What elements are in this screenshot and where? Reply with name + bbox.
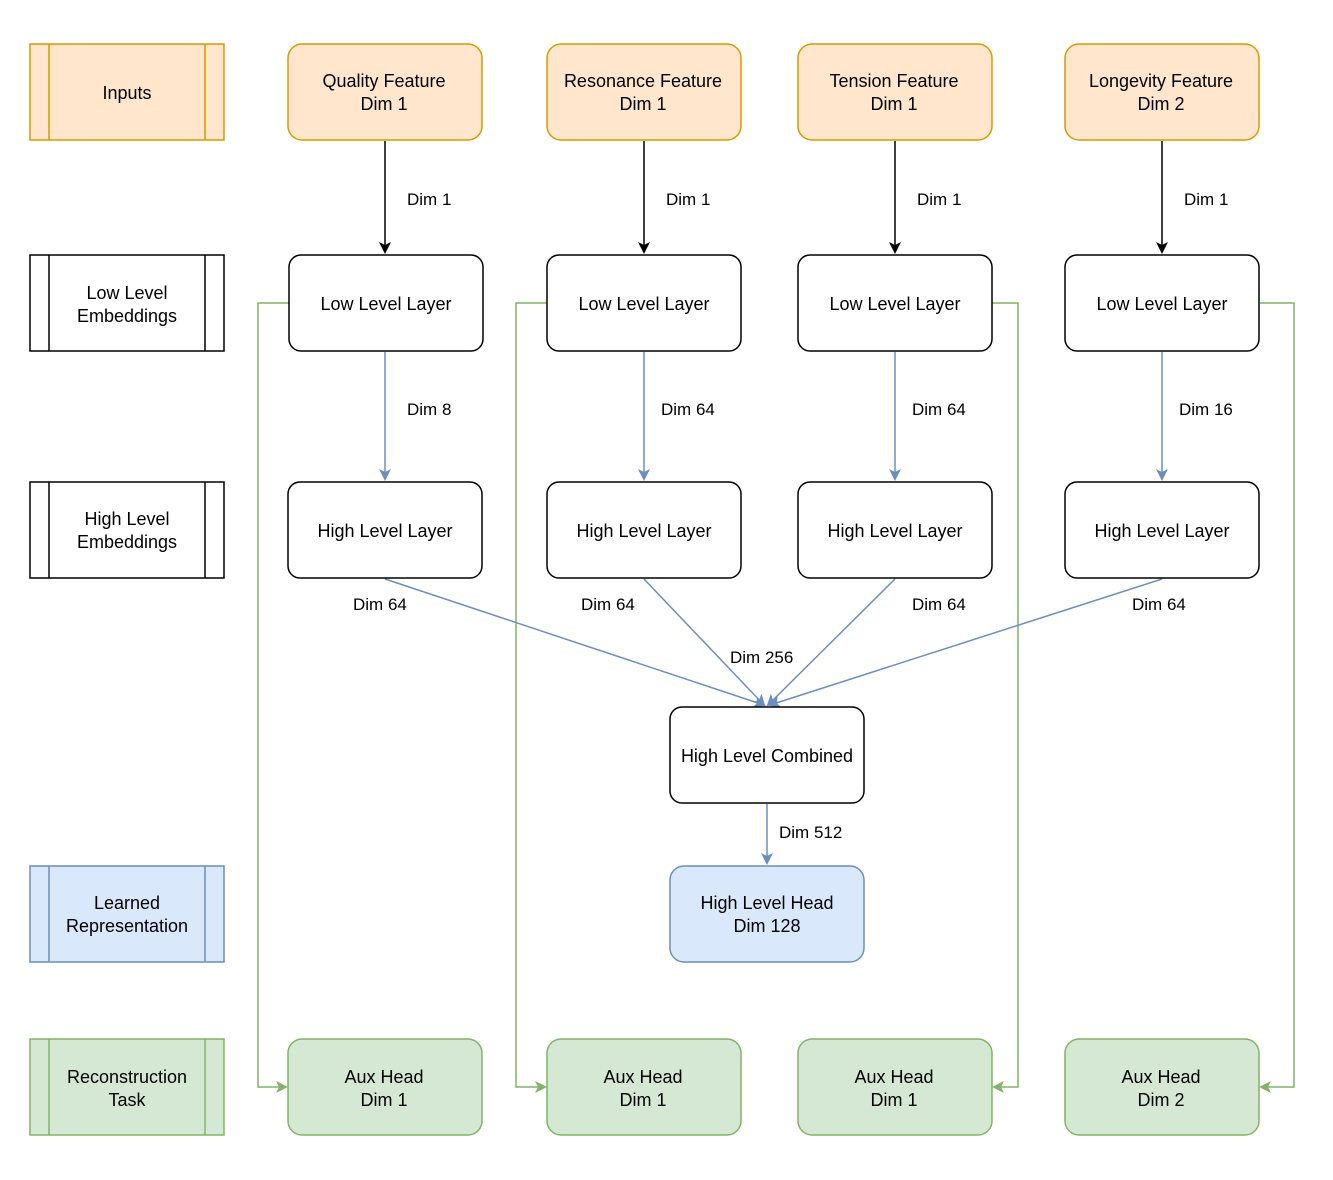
edge-label-input-4: Dim 1 (1184, 190, 1228, 209)
input-resonance-dim: Dim 1 (619, 94, 666, 114)
legend-high-level: High Level Embeddings (29, 481, 225, 579)
aux-head-3-dim: Dim 1 (870, 1090, 917, 1110)
arrow-high-3-to-combined (766, 578, 896, 707)
legend-learned-line2: Representation (66, 916, 188, 936)
input-longevity-dim: Dim 2 (1137, 94, 1184, 114)
edge-label-input-3: Dim 1 (917, 190, 961, 209)
low-level-layer-2-label: Low Level Layer (578, 294, 709, 314)
edge-label-input-1: Dim 1 (407, 190, 451, 209)
high-level-combined: High Level Combined (669, 706, 865, 804)
high-level-layer-1: High Level Layer (287, 481, 483, 579)
edge-label-low-2: Dim 64 (661, 400, 715, 419)
edge-label-high-2: Dim 64 (581, 595, 635, 614)
legend-inputs: Inputs (29, 43, 225, 141)
low-level-layer-4-label: Low Level Layer (1096, 294, 1227, 314)
input-tension: Tension Feature Dim 1 (797, 43, 993, 141)
low-level-layer-3-label: Low Level Layer (829, 294, 960, 314)
low-level-layer-1: Low Level Layer (288, 254, 484, 352)
edge-labels: Dim 1 Dim 1 Dim 1 Dim 1 Dim 8 Dim 64 Dim… (353, 190, 1233, 842)
input-longevity-name: Longevity Feature (1089, 71, 1233, 91)
high-level-head-name: High Level Head (700, 893, 833, 913)
high-level-layer-2: High Level Layer (546, 481, 742, 579)
edge-label-low-3: Dim 64 (912, 400, 966, 419)
edge-label-high-1: Dim 64 (353, 595, 407, 614)
legend-low-level-line2: Embeddings (77, 306, 177, 326)
low-level-layer-4: Low Level Layer (1064, 254, 1260, 352)
skip-connector-quality (257, 302, 289, 1093)
aux-head-1-dim: Dim 1 (360, 1090, 407, 1110)
high-level-head-dim: Dim 128 (733, 916, 800, 936)
input-resonance-name: Resonance Feature (564, 71, 722, 91)
high-level-head: High Level Head Dim 128 (669, 865, 865, 963)
low-level-layer-1-label: Low Level Layer (320, 294, 451, 314)
arrow-high-1-to-combined (384, 578, 766, 708)
aux-head-4-dim: Dim 2 (1137, 1090, 1184, 1110)
legend-low-level: Low Level Embeddings (29, 254, 225, 352)
input-arrows (379, 141, 1168, 254)
input-tension-dim: Dim 1 (870, 94, 917, 114)
legend-learned: Learned Representation (29, 865, 225, 963)
edge-label-input-2: Dim 1 (666, 190, 710, 209)
aux-head-2-name: Aux Head (603, 1067, 682, 1087)
aux-head-3: Aux Head Dim 1 (797, 1038, 993, 1136)
input-quality: Quality Feature Dim 1 (287, 43, 483, 141)
low-level-layer-2: Low Level Layer (546, 254, 742, 352)
high-level-combined-label: High Level Combined (681, 746, 853, 766)
reconstruction-connectors (257, 302, 1295, 1093)
high-level-layer-4-label: High Level Layer (1094, 521, 1229, 541)
high-level-layer-2-label: High Level Layer (576, 521, 711, 541)
skip-connector-tension (992, 302, 1019, 1093)
edge-label-high-4: Dim 64 (1132, 595, 1186, 614)
input-quality-name: Quality Feature (322, 71, 445, 91)
legend-reconstruction-line2: Task (108, 1090, 146, 1110)
high-level-layer-4: High Level Layer (1064, 481, 1260, 579)
arrow-high-2-to-combined (643, 578, 766, 707)
aux-head-3-name: Aux Head (854, 1067, 933, 1087)
legend-inputs-label: Inputs (102, 83, 151, 103)
input-resonance: Resonance Feature Dim 1 (546, 43, 742, 141)
low-level-layer-3: Low Level Layer (797, 254, 993, 352)
edge-label-high-3: Dim 64 (912, 595, 966, 614)
low-to-high-arrows (379, 352, 1168, 481)
legend-low-level-line1: Low Level (86, 283, 167, 303)
skip-connector-resonance (515, 302, 547, 1093)
aux-head-1: Aux Head Dim 1 (287, 1038, 483, 1136)
high-to-combined-arrows (384, 578, 1163, 865)
edge-label-low-4: Dim 16 (1179, 400, 1233, 419)
aux-head-2-dim: Dim 1 (619, 1090, 666, 1110)
legend-learned-line1: Learned (94, 893, 160, 913)
legend-high-level-line1: High Level (84, 509, 169, 529)
aux-head-4-name: Aux Head (1121, 1067, 1200, 1087)
aux-head-1-name: Aux Head (344, 1067, 423, 1087)
high-level-layer-3-label: High Level Layer (827, 521, 962, 541)
skip-connector-longevity (1259, 302, 1295, 1093)
input-quality-dim: Dim 1 (360, 94, 407, 114)
legend-reconstruction-line1: Reconstruction (67, 1067, 187, 1087)
edge-label-low-1: Dim 8 (407, 400, 451, 419)
legend-reconstruction: Reconstruction Task (29, 1038, 225, 1136)
aux-head-4: Aux Head Dim 2 (1064, 1038, 1260, 1136)
input-tension-name: Tension Feature (829, 71, 958, 91)
edge-label-combined-out: Dim 512 (779, 823, 842, 842)
legend-high-level-line2: Embeddings (77, 532, 177, 552)
high-level-layer-3: High Level Layer (797, 481, 993, 579)
input-longevity: Longevity Feature Dim 2 (1064, 43, 1260, 141)
arrow-high-4-to-combined (768, 578, 1163, 708)
aux-head-2: Aux Head Dim 1 (546, 1038, 742, 1136)
edge-label-combined-in: Dim 256 (730, 648, 793, 667)
high-level-layer-1-label: High Level Layer (317, 521, 452, 541)
